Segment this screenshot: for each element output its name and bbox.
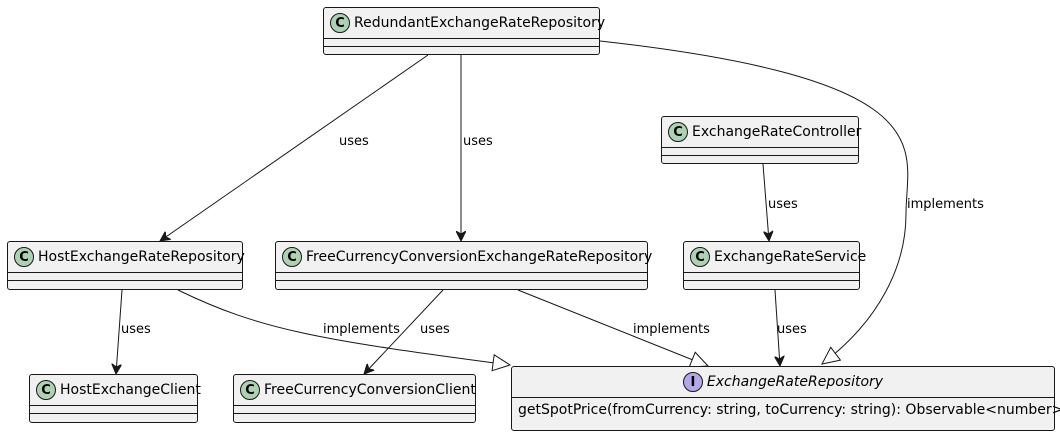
edge-label-host-client: uses (121, 322, 151, 337)
class-name: ExchangeRateService (714, 249, 867, 265)
class-stereotype-icon: C (330, 13, 350, 33)
edge-host-client (116, 289, 123, 374)
edge-free-implements (517, 289, 710, 368)
edge-label-service-repo: uses (777, 322, 807, 337)
class-name: ExchangeRateController (692, 124, 862, 140)
class-stereotype-icon: C (282, 247, 302, 267)
edge-label-controller-service: uses (768, 197, 798, 212)
class-stereotype-icon: C (14, 247, 34, 267)
edge-label-free-implements: implements (633, 322, 710, 337)
edge-free-client (364, 289, 444, 374)
edge-label-host-implements: implements (323, 322, 400, 337)
class-name: FreeCurrencyConversionClient (264, 382, 476, 398)
edge-host-implements (177, 289, 512, 372)
class-stereotype-icon: C (36, 380, 56, 400)
edge-service-repo (775, 289, 780, 366)
edge-label-redundant-implements: implements (907, 197, 984, 212)
edge-label-free-client: uses (420, 322, 450, 337)
edge-redundant-host (160, 54, 429, 241)
interface-name: ExchangeRateRepository (706, 374, 884, 390)
edge-controller-service (762, 163, 769, 241)
class-stereotype-icon: C (668, 122, 688, 142)
class-stereotype-icon: C (690, 247, 710, 267)
interface-stereotype-icon: I (682, 372, 703, 392)
class-name: HostExchangeRateRepository (38, 249, 245, 265)
class-name: RedundantExchangeRateRepository (354, 15, 606, 31)
class-name: HostExchangeClient (60, 382, 201, 398)
class-stereotype-icon: C (240, 380, 260, 400)
class-name: FreeCurrencyConversionExchangeRateReposi… (306, 249, 653, 265)
edge-label-redundant-free: uses (463, 134, 493, 149)
interface-method: getSpotPrice(fromCurrency: string, toCur… (518, 402, 1060, 418)
edge-redundant-implements (599, 40, 909, 365)
edge-label-redundant-host: uses (339, 134, 369, 149)
